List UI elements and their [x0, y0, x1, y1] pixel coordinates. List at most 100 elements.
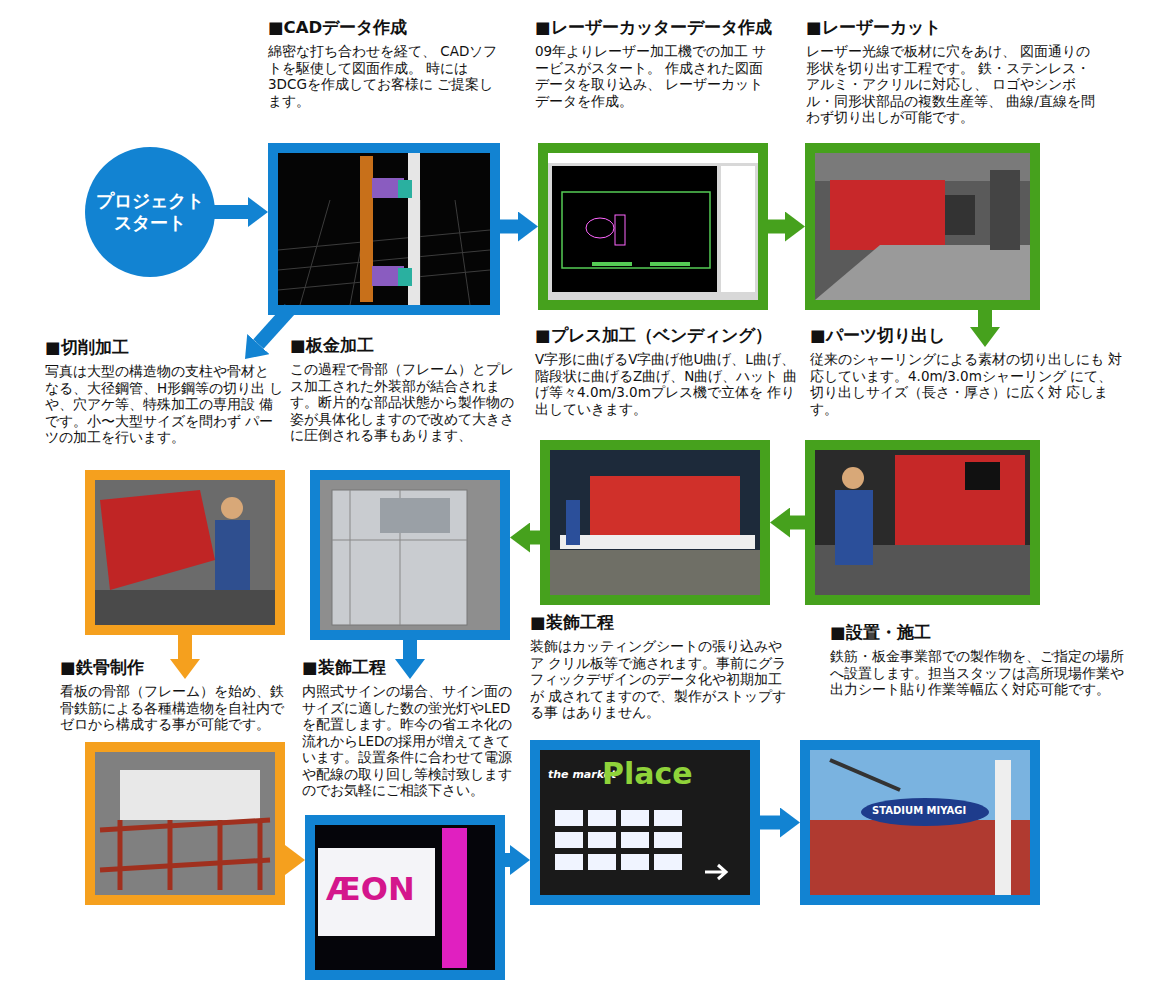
press-photo: [550, 550, 760, 595]
step-description: 09年よりレーザー加工機での加工 サービスがスタート。 作成された図面データを取…: [535, 43, 775, 109]
parts-photo: [835, 490, 873, 565]
photo-frame: [85, 470, 285, 635]
market-sign-photo: [654, 810, 682, 826]
sheet-metal-photo: [332, 540, 467, 541]
steel-photo: [258, 820, 263, 890]
installation-photo: [995, 760, 1011, 895]
led-sign-photo: [442, 828, 467, 968]
photo-frame: [805, 143, 1040, 310]
photo-frame: [85, 742, 285, 905]
market-sign-photo: [654, 832, 682, 848]
cad-photo: [278, 200, 490, 305]
photo-frame: [800, 740, 1040, 905]
cad-photo: [398, 268, 412, 286]
step-text: ■設置・施工鉄筋・板金事業部での製作物を、ご指定の場所 へ設置します。担当スタッ…: [830, 623, 1130, 698]
process-step: ■鉄骨制作看板の骨部（フレーム）を始め、鉄 骨鉄筋による各種構造物を自社内で ゼ…: [60, 658, 296, 905]
step-description: 写真は大型の構造物の支柱や骨材と なる、大径鋼管、H形鋼等の切り出 しや、穴アケ…: [45, 363, 285, 446]
parts-photo: [815, 450, 1030, 595]
steel-photo: [120, 770, 260, 820]
market-sign-photo: [654, 854, 682, 870]
installation-photo: [830, 760, 900, 790]
cad-photo: [278, 153, 490, 305]
sheet-metal-photo: [332, 490, 467, 625]
laser-data-photo: [552, 166, 717, 292]
press-photo: [566, 500, 580, 545]
photo-caption: ÆON: [326, 870, 415, 908]
process-step: ■CADデータ作成綿密な打ち合わせを経て、 CADソフトを駆使して図面作成。 時…: [268, 18, 503, 315]
market-sign-photo: [705, 865, 726, 879]
process-step: ■レーザーカットレーザー光線で板材に穴をあけ、 図面通りの形状を切り出す工程です…: [805, 18, 1096, 310]
step-text: ■パーツ切り出し従来のシャーリングによる素材の切り出しにも 対応しています。4.…: [810, 326, 1125, 417]
step-heading: ■切削加工: [45, 338, 285, 358]
step-text: ■装飾工程内照式サインの場合、サイン面の サイズに適した数の蛍光灯やLED を配…: [302, 658, 526, 799]
laser-machine-photo: [990, 170, 1020, 250]
steel-photo: [100, 820, 270, 830]
photo-frame: [268, 143, 500, 315]
step-text: ■レーザーカットレーザー光線で板材に穴をあけ、 図面通りの形状を切り出す工程です…: [806, 18, 1096, 126]
photo-frame: [310, 470, 510, 640]
installation-photo: [810, 750, 1030, 895]
photo-frame: [540, 440, 770, 605]
step-text: ■装飾工程装飾はカッティングシートの張り込みやア クリル板等で施されます。事前に…: [530, 613, 795, 721]
laser-machine-photo: [815, 153, 1030, 300]
process-step: ■パーツ切り出し従来のシャーリングによる素材の切り出しにも 対応しています。4.…: [805, 326, 1125, 605]
steel-photo: [100, 820, 270, 890]
step-heading: ■レーザーカット: [806, 18, 1096, 38]
press-photo: [560, 535, 755, 549]
step-text: ■板金加工この過程で骨部（フレーム）とプレ ス加工された外装部が結合されま す。…: [290, 336, 528, 444]
step-description: 従来のシャーリングによる素材の切り出しにも 対応しています。4.0m/3.0mシ…: [810, 351, 1125, 417]
market-sign-photo: [588, 832, 616, 848]
market-sign-photo: [588, 854, 616, 870]
market-sign-photo: [555, 832, 583, 848]
market-sign-photo: [540, 750, 750, 895]
press-photo: [590, 476, 740, 538]
led-sign-photo: [318, 848, 435, 936]
step-description: 看板の骨部（フレーム）を始め、鉄 骨鉄筋による各種構造物を自社内で ゼロから構成…: [60, 683, 296, 733]
sheet-metal-photo: [350, 490, 351, 625]
laser-data-photo: [615, 215, 625, 245]
cad-photo: [360, 156, 373, 302]
process-step: ■プレス加工（ベンディング）V字形に曲げるV字曲げ他U曲げ、L曲げ、 階段状に曲…: [535, 326, 800, 605]
sheet-metal-photo: [380, 498, 450, 533]
step-text: ■切削加工写真は大型の構造物の支柱や骨材と なる、大径鋼管、H形鋼等の切り出 し…: [45, 338, 285, 446]
laser-data-photo: [650, 262, 690, 266]
start-circle-fill: [85, 147, 215, 277]
laser-data-photo: [548, 153, 758, 163]
step-text: ■CADデータ作成綿密な打ち合わせを経て、 CADソフトを駆使して図面作成。 時…: [268, 18, 503, 109]
process-step: ■切削加工写真は大型の構造物の支柱や骨材と なる、大径鋼管、H形鋼等の切り出 し…: [45, 338, 285, 635]
photo-frame: [805, 440, 1040, 605]
market-sign-photo: [621, 810, 649, 826]
step-description: V字形に曲げるV字曲げ他U曲げ、L曲げ、 階段状に曲げるZ曲げ、N曲げ、ハット …: [535, 351, 800, 417]
market-sign-photo: [555, 854, 583, 870]
parts-photo: [842, 467, 864, 489]
step-heading: ■鉄骨制作: [60, 658, 296, 678]
step-heading: ■パーツ切り出し: [810, 326, 1125, 346]
step-heading: ■設置・施工: [830, 623, 1130, 643]
market-sign-photo: [588, 810, 616, 826]
press-photo: [550, 450, 760, 595]
start-circle: プロジェクト スタート: [85, 147, 215, 277]
photo-frame: [538, 143, 768, 310]
sheet-metal-photo: [320, 480, 500, 630]
laser-data-photo: [562, 192, 710, 268]
laser-machine-photo: [830, 180, 945, 250]
process-step: ■板金加工この過程で骨部（フレーム）とプレ ス加工された外装部が結合されま す。…: [290, 336, 528, 640]
cutting-photo: [215, 520, 250, 590]
cutting-photo: [100, 490, 215, 590]
step-heading: ■板金加工: [290, 336, 528, 356]
process-step: ■設置・施工鉄筋・板金事業部での製作物を、ご指定の場所 へ設置します。担当スタッ…: [800, 623, 1130, 905]
photo-caption: Place: [602, 756, 693, 791]
step-description: 装飾はカッティングシートの張り込みやア クリル板等で施されます。事前にグラ フィ…: [530, 638, 795, 721]
step-heading: ■CADデータ作成: [268, 18, 503, 38]
step-heading: ■装飾工程: [302, 658, 526, 678]
parts-photo: [815, 450, 1030, 595]
start-circle-text: プロジェクト スタート: [93, 190, 207, 234]
sheet-metal-photo: [320, 480, 500, 630]
cutting-photo: [95, 480, 275, 625]
parts-photo: [895, 455, 1025, 550]
cutting-photo: [95, 590, 275, 625]
market-sign-photo: [621, 854, 649, 870]
laser-machine-photo: [945, 195, 975, 235]
laser-data-photo: [586, 218, 614, 238]
cad-photo: [278, 153, 490, 305]
